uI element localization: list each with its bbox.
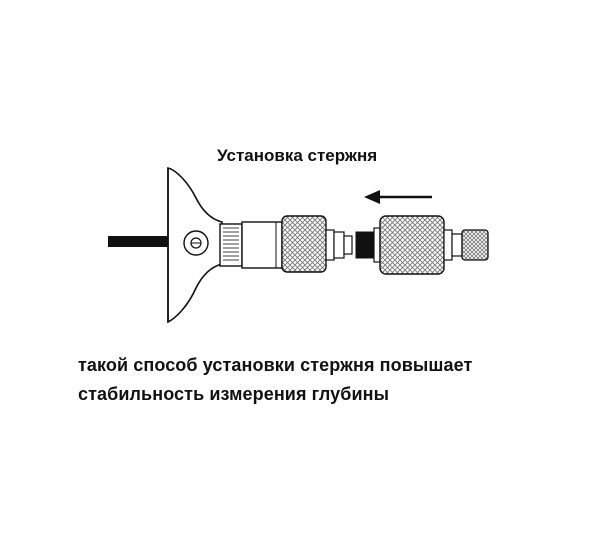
insert-direction-arrow-icon: [364, 190, 432, 204]
caption-line-2: стабильность измерения глубины: [78, 384, 390, 404]
diagram-title: Установка стержня: [217, 146, 378, 165]
clamp-screw: [183, 230, 209, 256]
replacement-rod: [355, 215, 489, 275]
sleeve-barrel: [219, 223, 243, 267]
ratchet-knurl: [281, 215, 353, 273]
caption-line-1: такой способ установки стержня повышает: [78, 355, 473, 375]
thimble: [241, 221, 283, 269]
measuring-rod: [108, 236, 172, 247]
